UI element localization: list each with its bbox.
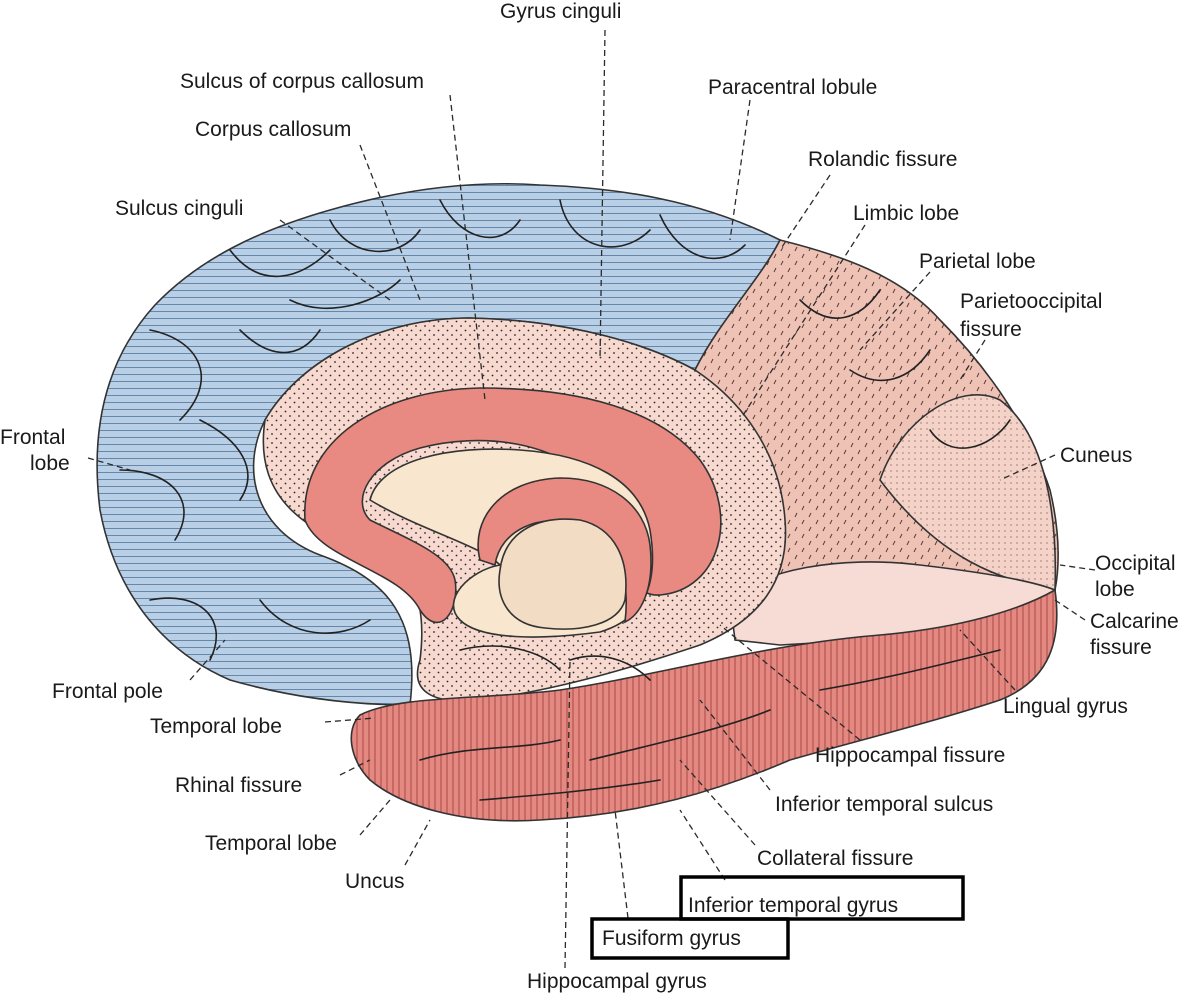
label-paracentral-lobule: Paracentral lobule xyxy=(708,76,877,99)
label-temporal-lobe-upper: Temporal lobe xyxy=(150,715,282,738)
label-inferior-temporal-gyrus: Inferior temporal gyrus xyxy=(688,894,898,917)
label-parietooccipital-1: Parietooccipital xyxy=(960,290,1102,313)
label-occipital-2: lobe xyxy=(1095,578,1135,601)
label-temporal-lobe-lower: Temporal lobe xyxy=(205,832,337,855)
label-uncus: Uncus xyxy=(345,870,405,893)
label-rhinal-fissure: Rhinal fissure xyxy=(175,774,302,797)
label-calcarine-2: fissure xyxy=(1090,636,1152,659)
leader-lines xyxy=(87,29,1096,969)
label-inferior-temporal-sulcus: Inferior temporal sulcus xyxy=(775,793,993,816)
cuneus-region xyxy=(879,394,1057,591)
label-sulcus-cinguli: Sulcus cinguli xyxy=(115,197,243,220)
label-occipital-1: Occipital xyxy=(1095,552,1176,575)
label-parietooccipital-2: fissure xyxy=(960,318,1022,341)
frontal-lobe-region xyxy=(96,182,782,706)
label-hippocampal-fissure: Hippocampal fissure xyxy=(815,744,1005,767)
label-frontal-2: lobe xyxy=(30,452,70,475)
label-parietal-lobe: Parietal lobe xyxy=(919,250,1036,273)
label-frontal-1: Frontal xyxy=(0,426,65,449)
label-corpus-callosum: Corpus callosum xyxy=(195,118,351,141)
label-rolandic-fissure: Rolandic fissure xyxy=(808,148,957,171)
label-limbic-lobe: Limbic lobe xyxy=(853,202,959,225)
label-collateral-fissure: Collateral fissure xyxy=(757,847,913,870)
thalamus-inner xyxy=(498,518,627,630)
label-cuneus: Cuneus xyxy=(1060,444,1132,467)
label-hippocampal-gyrus: Hippocampal gyrus xyxy=(527,970,707,993)
label-gyrus-cinguli: Gyrus cinguli xyxy=(500,0,621,23)
highlight-box-fusiform-gyrus xyxy=(590,917,790,960)
label-sulcus-corpus-callosum: Sulcus of corpus callosum xyxy=(180,70,424,93)
label-calcarine-1: Calcarine xyxy=(1090,610,1179,633)
temporal-lobe-region xyxy=(350,588,1058,822)
label-fusiform-gyrus: Fusiform gyrus xyxy=(602,927,741,950)
highlight-box-inferior-temporal-gyrus xyxy=(679,875,965,921)
label-frontal-pole: Frontal pole xyxy=(52,680,163,703)
label-lingual-gyrus: Lingual gyrus xyxy=(1003,695,1128,718)
